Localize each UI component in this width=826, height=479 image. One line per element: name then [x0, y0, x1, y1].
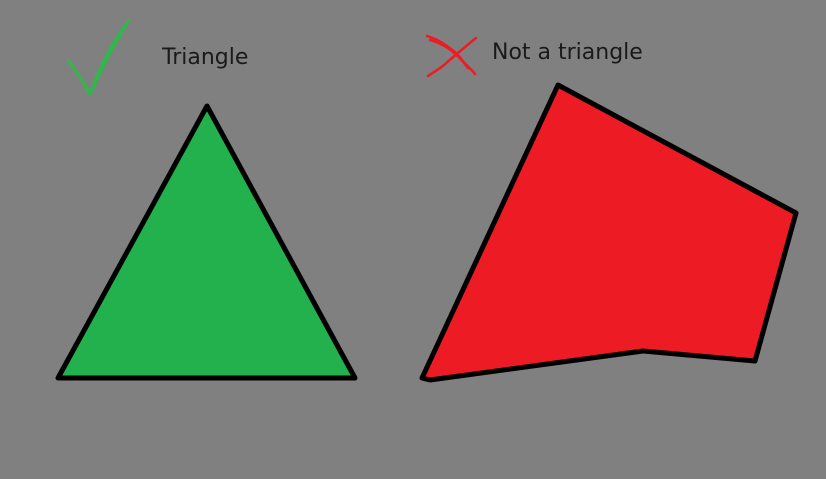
triangle-caption: Triangle	[162, 45, 249, 70]
not-triangle-caption: Not a triangle	[492, 40, 643, 65]
cross-icon	[425, 34, 478, 78]
red-pentagon	[419, 82, 799, 383]
check-icon	[66, 18, 131, 97]
green-triangle	[55, 103, 358, 381]
